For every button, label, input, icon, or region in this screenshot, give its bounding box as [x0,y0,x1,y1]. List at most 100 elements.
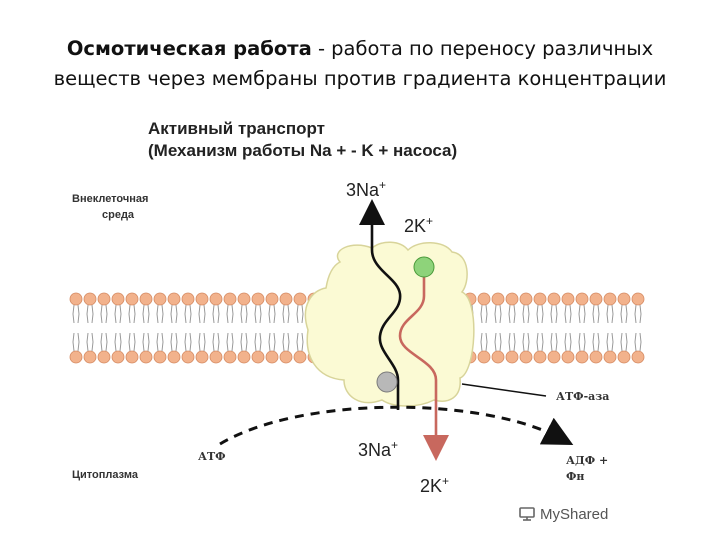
lipid-head [520,293,532,305]
lipid-head [238,293,250,305]
lipid-tail [204,305,205,323]
lipid-tail [73,333,74,351]
lipid-head [280,351,292,363]
lipid-tail [640,305,641,323]
lipid-tail [495,305,496,323]
lipid-head [196,293,208,305]
lipid-tail [626,305,627,323]
lipid-tail [227,305,228,323]
lipid-head [112,293,124,305]
lipid-tail [556,305,557,323]
lipid-tail [607,305,608,323]
lipid-tail [213,333,214,351]
lipid-tail [78,333,79,351]
lipid-tail [565,333,566,351]
lipid-tail [297,333,298,351]
lipid-head [70,351,82,363]
lipid-tail [246,333,247,351]
lipid-tail [302,305,303,323]
lipid-tail [120,333,121,351]
lipid-head [534,293,546,305]
sodium-out-label: 3Na+ [346,178,386,200]
lipid-tail [584,333,585,351]
lipid-tail [143,333,144,351]
lipid-tail [204,333,205,351]
lipid-head [506,351,518,363]
lipid-head [590,293,602,305]
lipid-head [140,293,152,305]
atpase-label: АТФ-аза [556,390,609,403]
lipid-tail [528,333,529,351]
lipid-tail [612,305,613,323]
lipid-head [224,351,236,363]
lipid-tail [106,333,107,351]
lipid-tail [542,333,543,351]
lipid-head [478,293,490,305]
lipid-head [618,293,630,305]
lipid-tail [120,305,121,323]
extracellular-label-1: Внеклеточная [72,193,148,205]
lipid-tail [106,305,107,323]
lipid-tail [92,305,93,323]
lipid-head [252,351,264,363]
potassium-cytoplasm-label: 2K+ [420,474,449,496]
lipid-tail [115,305,116,323]
lipid-tail [500,333,501,351]
lipid-head [98,293,110,305]
lipid-tail [246,305,247,323]
lipid-head [506,293,518,305]
lipid-tail [185,333,186,351]
lipid-head [154,293,166,305]
lipid-head [168,293,180,305]
lipid-tail [523,305,524,323]
lipid-tail [579,305,580,323]
watermark-text: MyShared [540,506,608,523]
lipid-head [280,293,292,305]
lipid-tail [73,305,74,323]
lipid-tail [87,305,88,323]
lipid-tail [514,305,515,323]
lipid-head [632,351,644,363]
lipid-tail [542,305,543,323]
lipid-head [126,351,138,363]
lipid-tail [171,305,172,323]
lipid-tail [199,333,200,351]
lipid-tail [101,305,102,323]
lipid-tail [190,305,191,323]
lipid-tail [274,333,275,351]
lipid-tail [218,305,219,323]
lipid-tail [612,333,613,351]
lipid-tail [537,333,538,351]
lipid-tail [92,333,93,351]
lipid-tail [171,333,172,351]
lipid-tail [87,333,88,351]
extracellular-label-2: среда [102,209,135,221]
adp-label-2: Фн [566,470,585,483]
lipid-tail [129,305,130,323]
lipid-tail [607,333,608,351]
lipid-tail [143,305,144,323]
lipid-tail [129,333,130,351]
lipid-tail [232,305,233,323]
lipid-head [112,351,124,363]
lipid-tail [565,305,566,323]
lipid-head [548,293,560,305]
lipid-tail [115,333,116,351]
lipid-head [590,351,602,363]
lipid-head [604,351,616,363]
lipid-tail [626,333,627,351]
lipid-head [266,293,278,305]
lipid-head [562,293,574,305]
lipid-tail [481,333,482,351]
lipid-tail [227,333,228,351]
lipid-tail [570,333,571,351]
lipid-tail [509,333,510,351]
lipid-tail [297,305,298,323]
lipid-tail [199,305,200,323]
lipid-head [238,351,250,363]
lipid-tail [288,305,289,323]
lipid-tail [523,333,524,351]
lipid-tail [570,305,571,323]
lipid-tail [157,305,158,323]
lipid-tail [269,305,270,323]
